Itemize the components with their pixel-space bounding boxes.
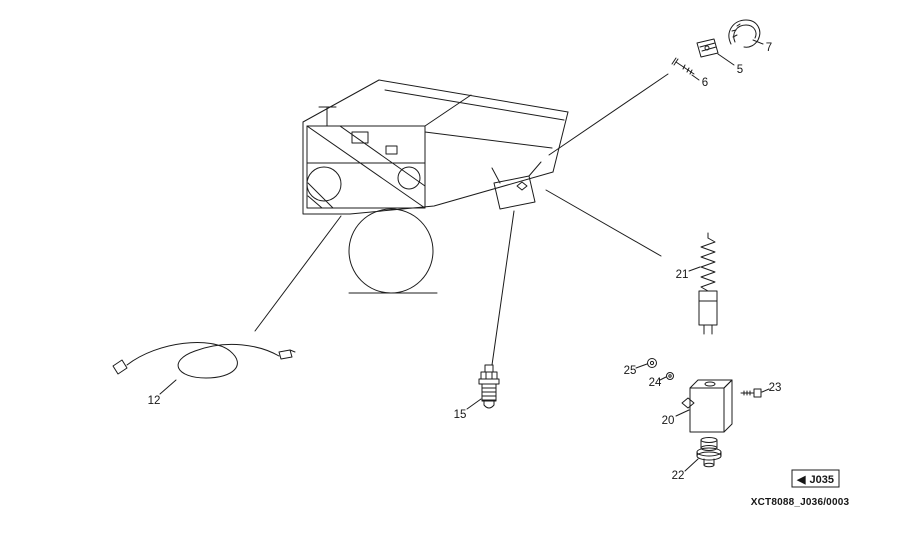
callout-labels: 5 6 7 12 15 20 21 22 23 24 25 (148, 42, 782, 482)
callout-23: 23 (769, 382, 782, 394)
callout-24: 24 (649, 377, 662, 389)
callout-5: 5 (737, 64, 743, 76)
callout-25: 25 (624, 365, 637, 377)
machine-body-drawing (302, 79, 569, 294)
callout-15: 15 (454, 409, 467, 421)
figure-reference-code: XCT8088_J036/0003 (751, 497, 850, 508)
figure-nav-button[interactable]: ◀ J035 (791, 469, 840, 488)
callout-20: 20 (662, 415, 675, 427)
callout-21: 21 (676, 269, 689, 281)
valve-spring-assembly (647, 232, 762, 468)
wheel (348, 208, 434, 294)
wire-harness-drawing (112, 342, 296, 379)
callout-22: 22 (672, 470, 685, 482)
callout-7: 7 (766, 42, 772, 54)
callout-6: 6 (702, 77, 708, 89)
prev-figure-arrow-icon: ◀ (796, 474, 806, 486)
callout-12: 12 (148, 395, 161, 407)
sensor-drawing (478, 364, 500, 409)
svg-text:◀ J035: ◀ J035 (796, 474, 834, 486)
detail-leader-lines (254, 73, 669, 366)
prev-figure-label: J035 (810, 474, 834, 486)
clamp-and-screw-assembly (671, 19, 761, 75)
callout-leader-lines (159, 39, 770, 472)
